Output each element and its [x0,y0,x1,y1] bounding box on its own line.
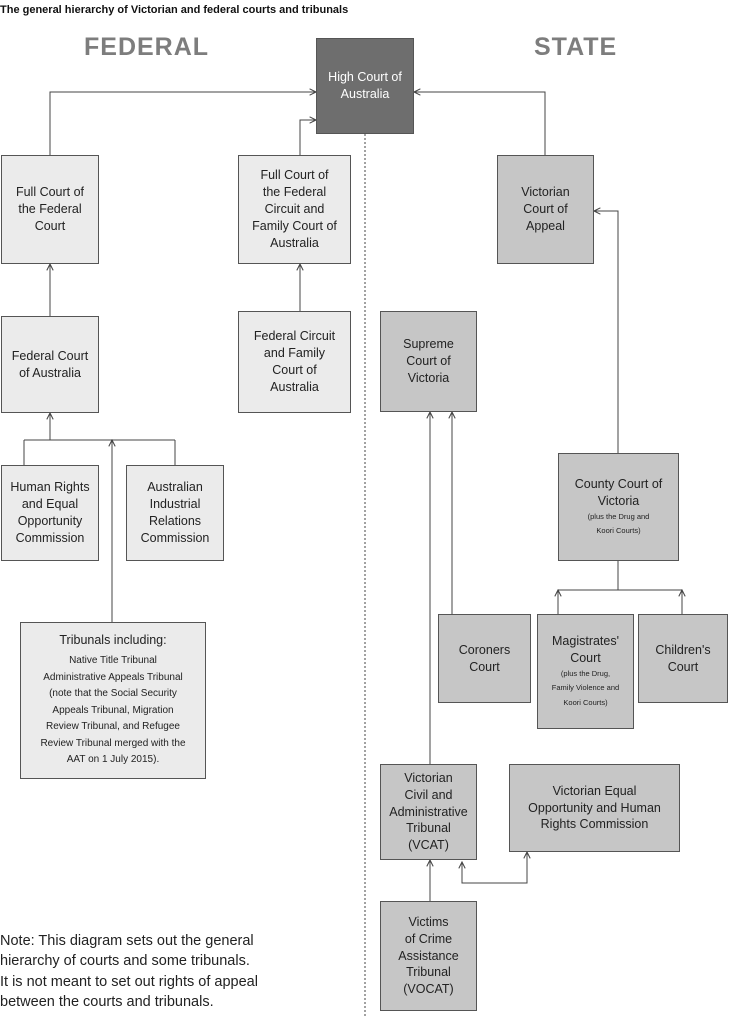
box-line: Opportunity and Human [528,800,661,815]
box-line: Victoria [407,370,450,385]
box-line: of Crime [404,931,453,946]
diagram-note: Note: This diagram sets out the general … [0,931,340,1012]
tribunals-line: Native Title Tribunal [69,655,157,667]
box-line: Court of [272,363,317,377]
box-subnote: Koori Courts) [563,697,608,707]
box-line: High Court of [328,70,402,85]
box-subnote: (plus the Drug and [587,511,650,521]
box-line: Australia [340,87,390,101]
vocat-box: Victims of Crime Assistance Tribunal (VO… [380,901,477,1011]
box-line: Australian [147,480,203,495]
victorian-court-of-appeal-box: Victorian Court of Appeal [497,155,594,264]
box-line: Magistrates' [552,634,619,649]
note-line: Note: This diagram sets out the general [0,933,254,949]
tribunals-line: Review Tribunal, and Refugee [46,721,180,733]
full-court-federal-court-box: Full Court of the Federal Court [1,155,99,264]
box-line: Tribunal [406,965,451,980]
box-line: Coroners [458,642,511,657]
box-line: Court of [523,202,568,217]
diagram-title: The general hierarchy of Victorian and f… [0,4,349,16]
box-line: Circuit and [264,202,325,217]
box-line: Supreme [403,337,454,352]
link-appeal-high [414,92,546,155]
box-subnote: Family Violence and [551,683,620,693]
box-line: Court [667,659,699,674]
veohrc-box: Victorian Equal Opportunity and Human Ri… [509,764,680,852]
link-fullfed-high [49,92,316,155]
airc-box: Australian Industrial Relations Commissi… [126,465,224,561]
box-line: Relations [148,514,202,528]
box-line: (VOCAT) [403,982,454,997]
coroners-court-box: Coroners Court [438,614,531,703]
supreme-court-box: Supreme Court of Victoria [380,311,477,412]
full-court-fcfca-box: Full Court of the Federal Circuit and Fa… [238,155,351,264]
box-line: Opportunity [17,514,83,528]
box-subnote: Koori Courts) [596,525,641,535]
link-fullfcfca-high [299,120,316,155]
box-line: Commission [15,530,85,545]
tribunals-line: Review Tribunal merged with the [40,737,186,749]
box-line: Civil and [404,787,453,802]
box-line: Appeal [526,218,565,233]
box-line: Victorian [404,770,453,785]
box-line: Australia [270,379,319,394]
vcat-box: Victorian Civil and Administrative Tribu… [380,764,477,860]
tribunals-line: (note that the Social Security [49,688,177,700]
box-line: Federal Circuit [253,329,336,344]
box-line: Court [469,659,500,674]
box-line: Victorian Equal [552,783,637,798]
county-court-box: County Court of Victoria (plus the Drug … [558,453,679,561]
box-line: Victorian [521,185,570,200]
box-line: Court [34,218,66,233]
link-county-appeal [594,211,619,453]
federal-heading: FEDERAL [84,33,210,61]
box-line: Court of [406,354,451,369]
box-line: Full Court of [15,185,85,200]
link-vcat-veohrc [462,852,527,884]
box-line: Human Rights [10,480,90,495]
box-line: Administrative [389,804,468,819]
box-line: Victoria [597,493,640,508]
box-line: Australia [270,235,319,250]
box-line: Rights Commission [540,817,649,832]
box-line: the Federal [262,185,327,200]
high-court-box: High Court of Australia [316,38,414,134]
tribunals-line: AAT on 1 July 2015). [66,754,160,766]
tribunals-title: Tribunals including: [59,633,167,648]
federal-court-box: Federal Court of Australia [1,316,99,413]
tribunals-line: Administrative Appeals Tribunal [43,671,183,683]
box-line: Victims [408,914,449,929]
box-line: Industrial [149,497,201,512]
magistrates-court-box: Magistrates' Court (plus the Drug, Famil… [537,614,634,729]
fcfca-box: Federal Circuit and Family Court of Aust… [238,311,351,413]
box-line: Full Court of [260,168,329,183]
box-line: Children's [655,642,711,657]
tribunals-line: Appeals Tribunal, Migration [52,704,174,716]
state-heading: STATE [534,33,618,61]
tribunals-box: Tribunals including: Native Title Tribun… [20,622,206,779]
box-line: and Equal [21,497,79,512]
box-line: Commission [140,530,210,545]
box-subnote: (plus the Drug, [560,669,611,678]
note-line: It is not meant to set out rights of app… [0,973,258,990]
box-line: of Australia [19,365,81,380]
hreoc-box: Human Rights and Equal Opportunity Commi… [1,465,99,561]
note-line: between the courts and tribunals. [0,993,214,1010]
box-line: Federal Court [11,348,89,363]
box-line: County Court of [574,476,663,491]
box-line: Assistance [398,948,459,963]
box-line: Court [570,651,601,666]
childrens-court-box: Children's Court [638,614,728,703]
box-line: and Family [263,346,326,361]
box-line: the Federal [18,202,82,217]
box-line: Tribunal (VCAT) [406,821,451,853]
note-line: hierarchy of courts and some tribunals. [0,953,250,970]
box-line: Family Court of [252,218,337,233]
